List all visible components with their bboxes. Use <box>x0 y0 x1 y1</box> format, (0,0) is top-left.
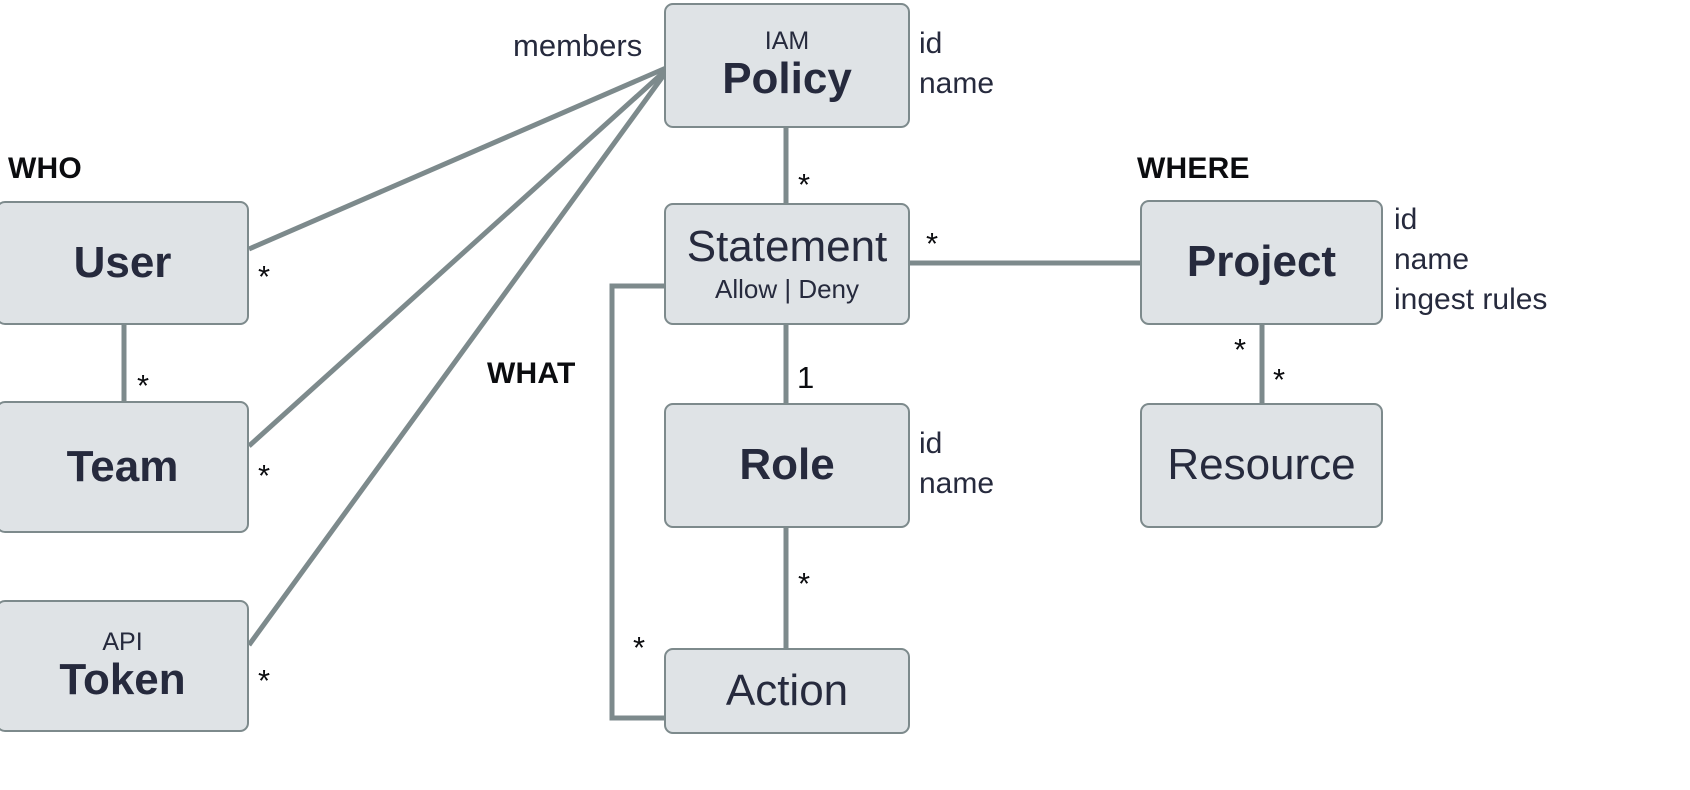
mult-statement-action: * <box>633 630 646 665</box>
mult-statement-project: * <box>926 226 939 261</box>
node-action-title: Action <box>725 665 849 715</box>
section-label-where: WHERE <box>1137 152 1250 185</box>
node-role[interactable]: Role <box>664 403 910 528</box>
node-team[interactable]: Team <box>0 401 249 533</box>
mult-token-policy: * <box>258 663 271 698</box>
attrs-project-line-2: name <box>1394 242 1470 276</box>
node-api-token-title: Token <box>59 654 186 704</box>
node-project[interactable]: Project <box>1140 200 1383 325</box>
mult-project-resource-bottom: * <box>1273 362 1286 397</box>
node-iam-policy[interactable]: IAM Policy <box>664 3 910 128</box>
node-role-title: Role <box>739 440 835 490</box>
node-team-title: Team <box>66 441 179 491</box>
node-api-token[interactable]: API Token <box>0 600 249 732</box>
node-user-title: User <box>73 237 172 287</box>
node-resource[interactable]: Resource <box>1140 403 1383 528</box>
edge-user-policy <box>248 65 667 252</box>
mult-role-action: * <box>798 566 811 601</box>
node-statement-subtitle: Allow | Deny <box>714 274 860 305</box>
attrs-project: id name ingest rules <box>1394 200 1547 320</box>
node-statement-title: Statement <box>686 222 888 272</box>
attrs-policy-line-2: name <box>919 66 995 100</box>
node-user[interactable]: User <box>0 201 249 325</box>
attrs-project-line-3: ingest rules <box>1394 282 1548 316</box>
attrs-role-line-1: id <box>919 427 943 460</box>
attrs-role: id name <box>919 424 994 504</box>
node-resource-title: Resource <box>1167 440 1356 490</box>
attrs-role-line-2: name <box>919 466 995 500</box>
edge-label-members: members <box>513 28 643 63</box>
section-label-who: WHO <box>8 152 82 185</box>
node-iam-policy-kicker: IAM <box>764 27 810 56</box>
section-label-what: WHAT <box>487 357 576 390</box>
mult-policy-statement: * <box>798 167 811 202</box>
attrs-policy-line-1: id <box>919 27 943 60</box>
node-statement[interactable]: Statement Allow | Deny <box>664 203 910 325</box>
mult-user-team: * <box>137 368 150 403</box>
node-action[interactable]: Action <box>664 648 910 734</box>
mult-team-policy: * <box>258 458 271 493</box>
mult-statement-role: 1 <box>797 360 815 395</box>
node-api-token-kicker: API <box>102 627 143 656</box>
attrs-project-line-1: id <box>1394 203 1418 236</box>
edge-team-policy <box>247 68 668 448</box>
node-project-title: Project <box>1186 237 1337 287</box>
mult-user-policy: * <box>258 259 271 294</box>
attrs-policy: id name <box>919 24 994 104</box>
node-iam-policy-title: Policy <box>722 54 852 104</box>
mult-project-resource-top: * <box>1234 332 1247 367</box>
edge-token-policy <box>246 70 669 647</box>
